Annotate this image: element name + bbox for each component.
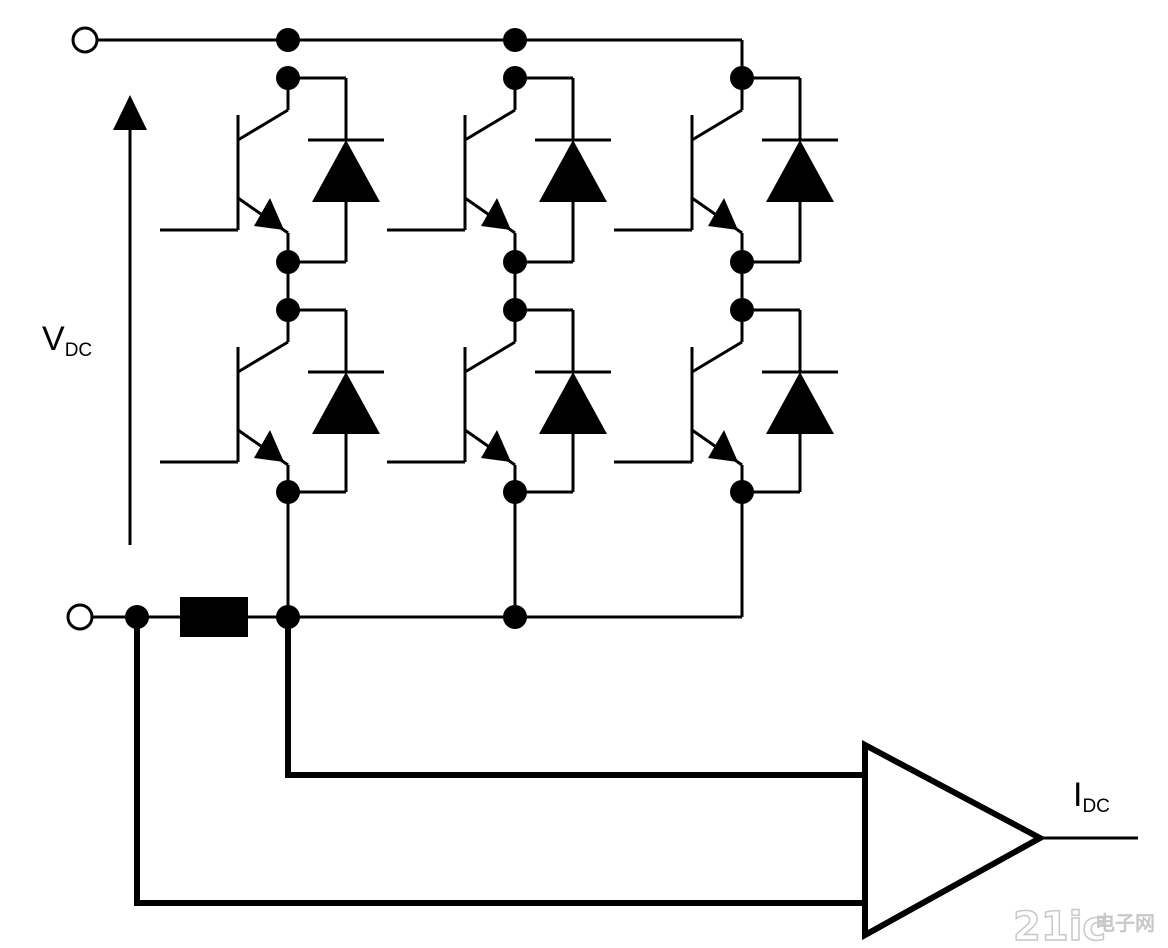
positive-dc-rail (97, 38, 744, 78)
current-sense-amplifier (862, 740, 1138, 941)
negative-terminal (66, 603, 94, 631)
sense-wires (134, 617, 865, 906)
vdc-label: VDC (42, 320, 92, 361)
inverter-leg-3 (614, 66, 838, 617)
watermark: 21ic 电子网 (1012, 903, 1155, 948)
rail-junction-dots (125, 28, 527, 629)
svg-text:21ic: 21ic (1013, 904, 1106, 948)
vdc-arrow (113, 95, 147, 545)
upper-igbt-1 (160, 76, 384, 264)
shunt-resistor (180, 597, 248, 637)
idc-label: IDC (1073, 776, 1110, 817)
upper-igbt-2 (387, 76, 611, 264)
lower-igbt-1 (160, 308, 384, 494)
leg-junction-dots-1 (276, 66, 300, 504)
lower-igbt-2 (387, 308, 611, 494)
leg-junction-dots-3 (730, 66, 754, 504)
leg-junction-dots-2 (503, 66, 527, 504)
positive-terminal (71, 26, 99, 54)
inverter-leg-1 (160, 66, 384, 617)
inverter-leg-2 (387, 66, 611, 617)
svg-text:电子网: 电子网 (1095, 911, 1155, 935)
lower-igbt-3 (614, 308, 838, 494)
upper-igbt-3 (614, 76, 838, 264)
inverter-legs (160, 66, 838, 617)
